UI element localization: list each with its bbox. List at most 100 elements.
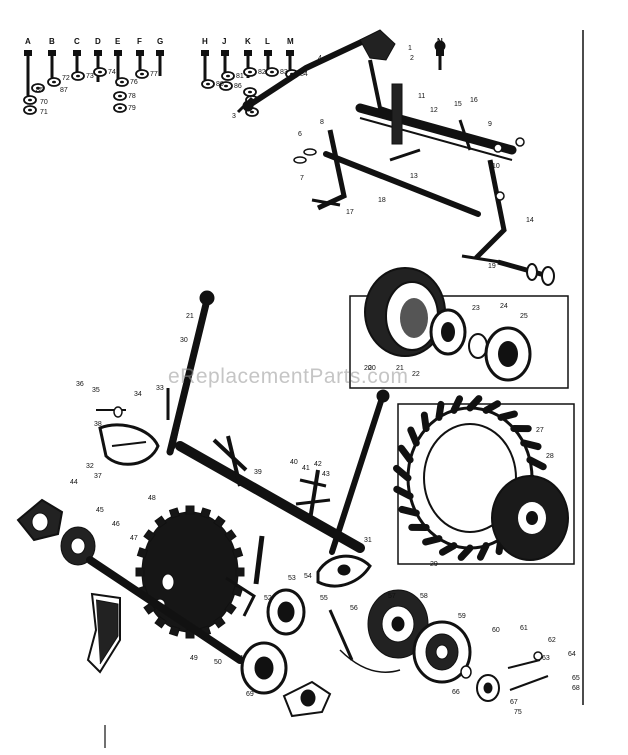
callout-wheel-22: 22 bbox=[412, 371, 420, 378]
bolt-head bbox=[201, 50, 209, 56]
callout-part-51: 51 bbox=[236, 655, 244, 662]
callout-part-30: 30 bbox=[180, 337, 188, 344]
gear-tooth bbox=[137, 548, 147, 558]
callout-part-56: 56 bbox=[350, 605, 358, 612]
callout-85: 85 bbox=[36, 87, 44, 94]
gear-tooth bbox=[136, 568, 144, 576]
bolt-head bbox=[94, 50, 102, 56]
callout-70: 70 bbox=[40, 99, 48, 106]
gear-tooth bbox=[186, 506, 194, 514]
tire-tread bbox=[470, 399, 479, 408]
callout-3: 3 bbox=[232, 113, 236, 120]
callout-part-60: 60 bbox=[492, 627, 500, 634]
callout-part-52: 52 bbox=[264, 595, 272, 602]
callout-tire-27: 27 bbox=[536, 427, 544, 434]
washer-hole bbox=[224, 85, 228, 88]
callout-wheel-23: 23 bbox=[472, 305, 480, 312]
tire-tread bbox=[439, 404, 441, 417]
callout-part-47: 47 bbox=[130, 535, 138, 542]
washer-hole bbox=[28, 99, 32, 102]
large-gear bbox=[142, 512, 238, 632]
washer-hole bbox=[76, 75, 80, 78]
washer-hole bbox=[226, 75, 230, 78]
bolt-letter-e: E bbox=[115, 37, 121, 46]
callout-part-44: 44 bbox=[70, 479, 78, 486]
callout-part-68: 68 bbox=[572, 685, 580, 692]
washer-hole bbox=[118, 95, 122, 98]
tire-tread bbox=[401, 448, 410, 460]
callout-87: 87 bbox=[60, 87, 68, 94]
callout-80: 80 bbox=[216, 81, 224, 88]
callout-part-69: 69 bbox=[246, 691, 254, 698]
callout-17: 17 bbox=[346, 209, 354, 216]
bolt-head bbox=[73, 50, 81, 56]
bolt-letter-b: B bbox=[49, 37, 55, 46]
callout-wheel-24: 24 bbox=[500, 303, 508, 310]
callout-part-33: 33 bbox=[156, 385, 164, 392]
callout-14: 14 bbox=[526, 217, 534, 224]
gear-tooth bbox=[200, 508, 210, 518]
callout-part-34: 34 bbox=[134, 391, 142, 398]
washer-hole bbox=[248, 71, 252, 74]
callout-part-35: 35 bbox=[92, 387, 100, 394]
bolt-letter-l: L bbox=[265, 37, 270, 46]
callout-86: 86 bbox=[234, 83, 242, 90]
tire-tread bbox=[426, 539, 439, 542]
callout-part-32: 32 bbox=[86, 463, 94, 470]
callout-part-55: 55 bbox=[320, 595, 328, 602]
watermark-text: eReplacementParts.com bbox=[168, 365, 408, 389]
callout-part-49: 49 bbox=[190, 655, 198, 662]
bolt-letter-f: F bbox=[137, 37, 142, 46]
callout-part-64: 64 bbox=[568, 651, 576, 658]
callout-19: 19 bbox=[488, 263, 496, 270]
callout-77: 77 bbox=[150, 71, 158, 78]
gear-tooth bbox=[170, 508, 180, 518]
washer-hole bbox=[28, 109, 32, 112]
callout-12: 12 bbox=[430, 107, 438, 114]
callout-part-65: 65 bbox=[572, 675, 580, 682]
bolt-letter-h: H bbox=[202, 37, 208, 46]
callout-79: 79 bbox=[128, 105, 136, 112]
callout-part-67: 67 bbox=[510, 699, 518, 706]
callout-part-57: 57 bbox=[388, 593, 396, 600]
callout-78: 78 bbox=[128, 93, 136, 100]
callout-part-50: 50 bbox=[214, 659, 222, 666]
washer-hole bbox=[248, 91, 252, 94]
callout-part-40: 40 bbox=[290, 459, 298, 466]
tire-tread bbox=[461, 548, 470, 557]
bolt-head bbox=[136, 50, 144, 56]
callout-1: 1 bbox=[408, 45, 412, 52]
callout-81: 81 bbox=[236, 73, 244, 80]
callout-8: 8 bbox=[320, 119, 324, 126]
tire-tread bbox=[424, 415, 426, 428]
tire-tread bbox=[501, 414, 514, 417]
bolt-letter-j: J bbox=[222, 37, 226, 46]
callout-part-53: 53 bbox=[288, 575, 296, 582]
tire-tread bbox=[411, 430, 417, 443]
bolt-head bbox=[24, 50, 32, 56]
callout-part-62: 62 bbox=[548, 637, 556, 644]
callout-part-61: 61 bbox=[520, 625, 528, 632]
bolt-head bbox=[221, 50, 229, 56]
callout-part-54: 54 bbox=[304, 573, 312, 580]
callout-part-43: 43 bbox=[322, 471, 330, 478]
callout-part-36: 36 bbox=[76, 381, 84, 388]
callout-part-31: 31 bbox=[364, 537, 372, 544]
callout-72: 72 bbox=[62, 75, 70, 82]
callout-82: 82 bbox=[258, 69, 266, 76]
callout-9: 9 bbox=[488, 121, 492, 128]
gear-hub bbox=[162, 574, 174, 590]
tire-tread bbox=[402, 509, 416, 513]
washer-hole bbox=[250, 111, 254, 114]
callout-part-41: 41 bbox=[302, 465, 310, 472]
callout-13: 13 bbox=[410, 173, 418, 180]
bolt-head bbox=[48, 50, 56, 56]
callout-part-75: 75 bbox=[514, 709, 522, 716]
washer-hole bbox=[52, 81, 56, 84]
bolt-head bbox=[114, 50, 122, 56]
washer-hole bbox=[98, 71, 102, 74]
bolt-letter-m: M bbox=[287, 37, 294, 46]
washer-hole bbox=[270, 71, 274, 74]
callout-part-63: 63 bbox=[542, 655, 550, 662]
